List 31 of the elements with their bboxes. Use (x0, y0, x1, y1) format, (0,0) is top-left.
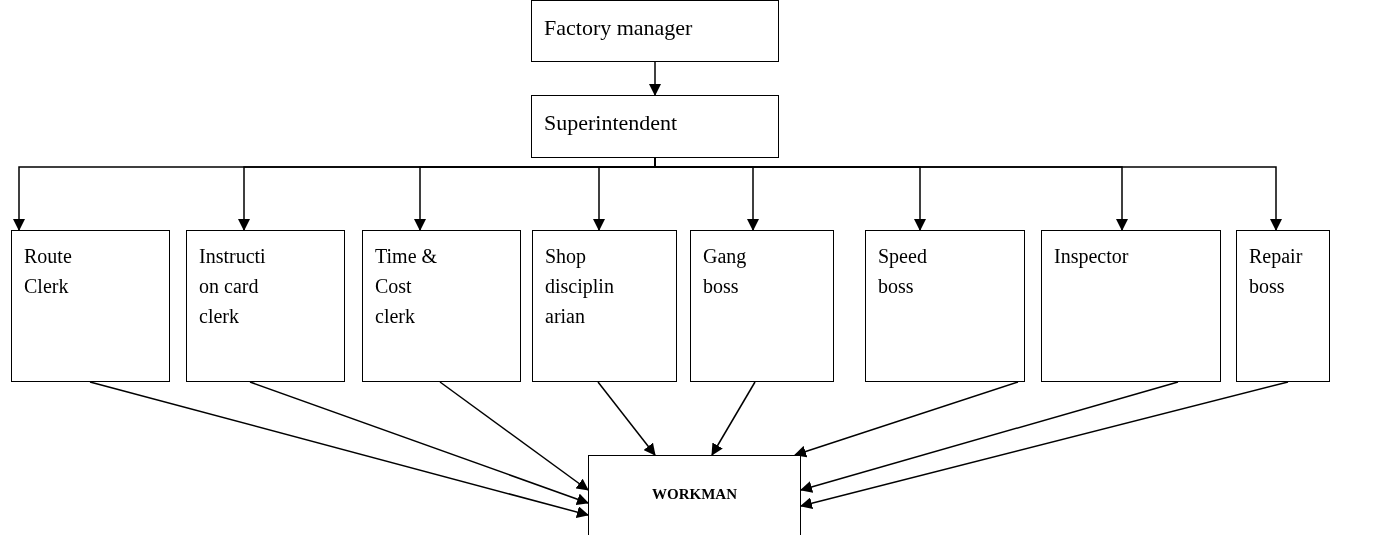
arrow (597, 381, 656, 456)
role-label: Factory manager (544, 14, 693, 42)
role-box (362, 230, 521, 382)
role-label: WORKMAN (652, 484, 737, 504)
role-box (1041, 230, 1221, 382)
role-label: Inspector (1054, 244, 1129, 270)
role-label: Gang boss (703, 244, 748, 299)
role-label: Speed boss (878, 244, 928, 299)
role-box (531, 0, 779, 62)
arrow (800, 381, 1179, 493)
arrow (249, 381, 589, 505)
arrow (800, 381, 1289, 510)
arrow (649, 61, 661, 96)
role-box (1236, 230, 1330, 382)
role-label: Shop disciplin arian (545, 244, 615, 329)
arrow (89, 381, 589, 518)
role-label: Instructi on card clerk (199, 244, 267, 329)
role-label: Route Clerk (24, 244, 73, 299)
role-box (531, 95, 779, 158)
role-box (11, 230, 170, 382)
arrow (794, 381, 1019, 458)
role-box (186, 230, 345, 382)
role-box (690, 230, 834, 382)
role-box (588, 455, 801, 535)
role-label: Repair boss (1249, 244, 1304, 299)
role-label: Time & Cost clerk (375, 244, 439, 329)
role-box (532, 230, 677, 382)
arrow (711, 381, 756, 456)
role-label: Superintendent (544, 109, 678, 137)
role-box (865, 230, 1025, 382)
arrow (439, 381, 589, 491)
